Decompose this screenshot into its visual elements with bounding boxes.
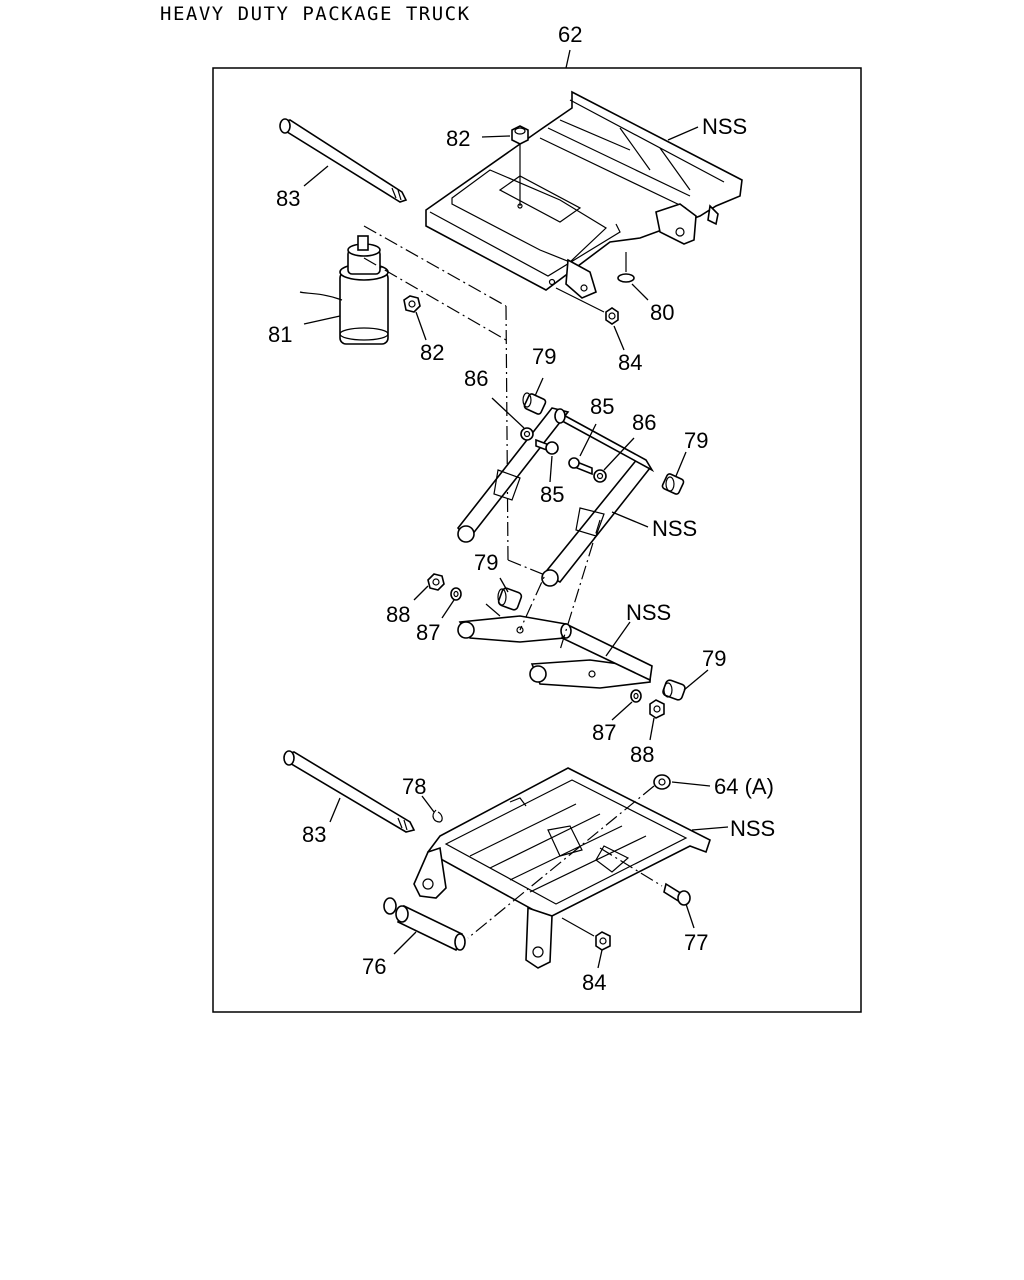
callout-79-a: 79: [532, 344, 556, 369]
assembly-leader: [565, 49, 571, 69]
callout-87-a: 87: [416, 620, 440, 645]
bolt-85-b: [568, 457, 593, 476]
solenoid-81: [299, 235, 389, 345]
callout-79-d: 79: [702, 646, 726, 671]
bushing-79-c: [497, 587, 523, 611]
callout-79-b: 79: [684, 428, 708, 453]
callout-85-a: 85: [590, 394, 614, 419]
scissor-arm-lower: [457, 603, 653, 689]
callout-86-b: 86: [632, 410, 656, 435]
callout-77: 77: [684, 930, 708, 955]
callout-82-top: 82: [446, 126, 470, 151]
bushing-79-a: [522, 392, 547, 415]
callout-85-b: 85: [540, 482, 564, 507]
callout-76: 76: [362, 954, 386, 979]
bushing-79-d: [662, 679, 686, 701]
tube-76: [383, 897, 466, 952]
leader-lines: [303, 126, 729, 969]
nut-88-a: [427, 573, 445, 591]
washer-87-a: [450, 587, 462, 601]
washer-87-b: [630, 689, 642, 703]
bolt-85-a: [535, 438, 559, 455]
callout-64: 64 (A): [714, 774, 774, 799]
nut-86-b: [593, 469, 607, 483]
callout-82-lower: 82: [420, 340, 444, 365]
callout-79-c: 79: [474, 550, 498, 575]
top-seat-frame: [425, 90, 743, 299]
clip-78: [432, 809, 443, 823]
callout-nss-top: NSS: [702, 114, 747, 139]
diagram-frame: [212, 67, 862, 1013]
callout-88-b: 88: [630, 742, 654, 767]
callout-nss-bottom: NSS: [730, 816, 775, 841]
callout-84-top: 84: [618, 350, 642, 375]
nut-86-a: [520, 427, 534, 441]
callout-nss-lower: NSS: [626, 600, 671, 625]
rod-83-top: [279, 118, 408, 203]
callout-84-bottom: 84: [582, 970, 606, 995]
rod-83-bottom: [283, 750, 416, 833]
callout-nss-mid: NSS: [652, 516, 697, 541]
callout-81: 81: [268, 322, 292, 347]
callout-88-a: 88: [386, 602, 410, 627]
callout-83-bottom: 83: [302, 822, 326, 847]
bolt-64: [467, 774, 671, 939]
bottom-base-frame: [413, 767, 711, 969]
callout-80: 80: [650, 300, 674, 325]
callout-86-a: 86: [464, 366, 488, 391]
nut-84-bottom: [561, 917, 611, 951]
callout-87-b: 87: [592, 720, 616, 745]
nut-82-lower: [403, 295, 421, 313]
callout-78: 78: [402, 774, 426, 799]
bushing-79-b: [661, 473, 685, 495]
bolt-80: [617, 252, 635, 283]
nut-88-b: [649, 699, 665, 719]
callout-62: 62: [558, 22, 582, 47]
page-title: HEAVY DUTY PACKAGE TRUCK: [160, 3, 471, 25]
bolt-77: [599, 847, 691, 906]
callout-83-top: 83: [276, 186, 300, 211]
nut-82-top: [511, 125, 529, 209]
nut-84-top: [555, 287, 619, 325]
